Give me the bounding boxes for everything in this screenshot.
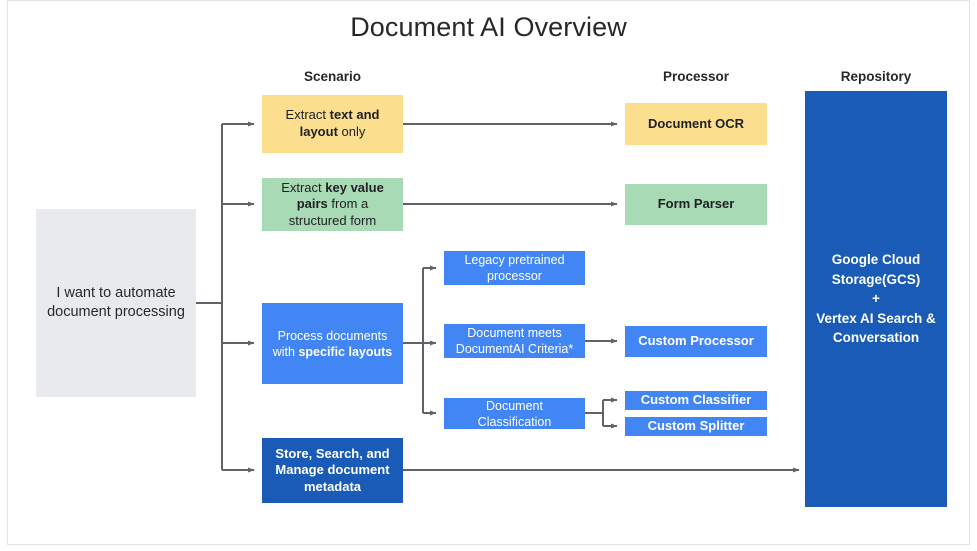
node-legacy-pretrained-processor[interactable]: Legacy pretrained processor xyxy=(444,251,585,285)
node-document-classification[interactable]: Document Classification xyxy=(444,398,585,429)
node-processor-custom-processor[interactable]: Custom Processor xyxy=(625,326,767,357)
node-processor-custom-splitter[interactable]: Custom Splitter xyxy=(625,417,767,436)
column-header-processor: Processor xyxy=(662,69,730,84)
node-processor-document-ocr[interactable]: Document OCR xyxy=(625,103,767,145)
node-intent[interactable]: I want to automate document processing xyxy=(36,209,196,397)
node-scenario-extract-text-layout[interactable]: Extract text and layout only xyxy=(262,95,403,153)
node-scenario-extract-key-value-label: Extract key value pairs from a structure… xyxy=(281,179,384,228)
page-title: Document AI Overview xyxy=(350,12,627,42)
column-header-repository: Repository xyxy=(840,69,912,84)
node-processor-custom-splitter-label: Custom Splitter xyxy=(647,418,745,434)
node-processor-custom-classifier-label: Custom Classifier xyxy=(640,392,752,408)
node-scenario-process-specific-layouts[interactable]: Process documents with specific layouts xyxy=(262,303,403,384)
node-processor-form-parser-label: Form Parser xyxy=(657,196,735,212)
node-processor-document-ocr-label: Document OCR xyxy=(647,115,745,131)
node-intent-label: I want to automate document processing xyxy=(47,285,185,320)
node-document-meets-criteria[interactable]: Document meets DocumentAI Criteria* xyxy=(444,324,585,358)
node-scenario-extract-key-value[interactable]: Extract key value pairs from a structure… xyxy=(262,178,403,231)
node-scenario-store-search-manage[interactable]: Store, Search, and Manage document metad… xyxy=(262,438,403,503)
node-scenario-process-specific-layouts-label: Process documents with specific layouts xyxy=(272,328,393,359)
node-legacy-pretrained-processor-label: Legacy pretrained processor xyxy=(464,253,565,283)
node-processor-form-parser[interactable]: Form Parser xyxy=(625,184,767,225)
node-processor-custom-processor-label: Custom Processor xyxy=(638,333,754,349)
node-processor-custom-classifier[interactable]: Custom Classifier xyxy=(625,391,767,410)
column-header-scenario: Scenario xyxy=(303,69,362,84)
node-document-meets-criteria-label: Document meets DocumentAI Criteria* xyxy=(455,326,574,356)
node-scenario-store-search-manage-label: Store, Search, and Manage document metad… xyxy=(275,445,390,494)
node-scenario-extract-text-layout-label: Extract text and layout only xyxy=(285,107,380,139)
node-document-classification-label: Document Classification xyxy=(477,398,552,429)
